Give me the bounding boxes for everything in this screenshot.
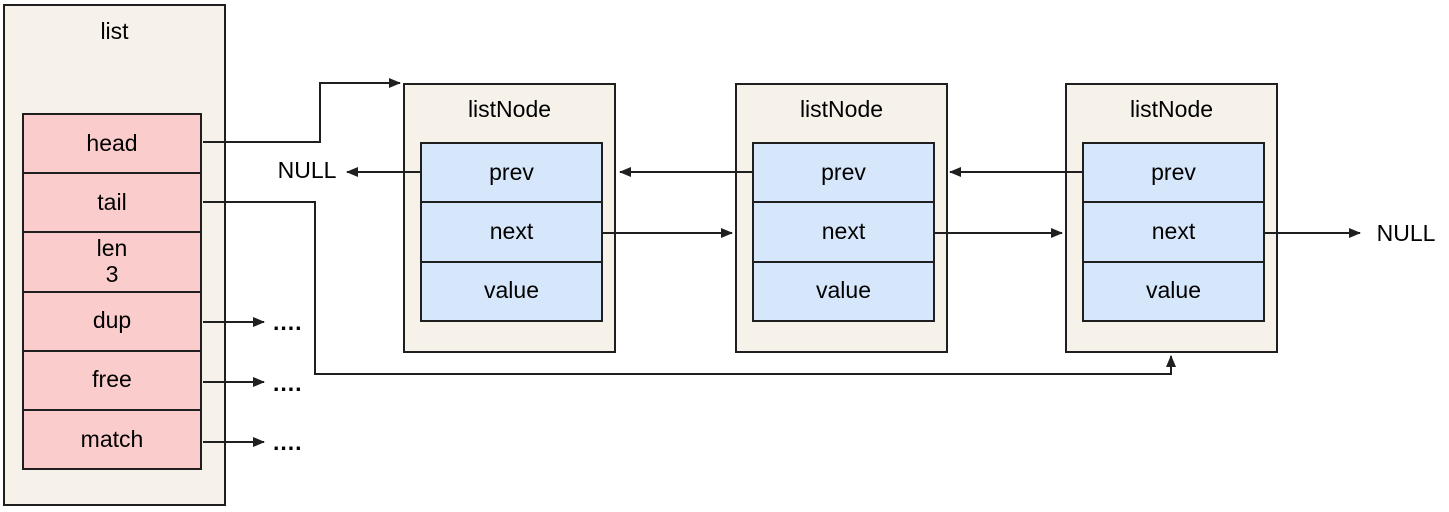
node3-prev-cell: prev — [1082, 142, 1265, 204]
node3-value-label: value — [1146, 277, 1201, 304]
field-dup-label: dup — [92, 307, 132, 334]
field-free-label: free — [92, 366, 132, 393]
node2-value-label: value — [816, 277, 871, 304]
listnode-box-3: listNode prev next value — [1065, 83, 1278, 353]
node2-prev-cell: prev — [752, 142, 935, 204]
node2-next-label: next — [821, 218, 866, 245]
free-dots-label: .... — [273, 370, 303, 396]
dup-dots-label: .... — [273, 309, 303, 335]
field-match: match — [22, 408, 202, 471]
null-label-left: NULL — [277, 157, 337, 183]
field-head-label: head — [86, 129, 138, 156]
field-match-label: match — [80, 425, 144, 452]
field-len-value: 3 — [105, 260, 119, 287]
field-len: len 3 — [22, 231, 202, 293]
node3-next-cell: next — [1082, 201, 1265, 263]
node2-value-cell: value — [752, 260, 935, 322]
listnode-1-cells: prev next value — [420, 142, 603, 322]
node1-prev-label: prev — [489, 158, 534, 185]
node3-value-cell: value — [1082, 260, 1265, 322]
listnode-3-title: listNode — [1129, 96, 1214, 122]
node1-value-cell: value — [420, 260, 603, 322]
field-dup: dup — [22, 290, 202, 352]
node3-next-label: next — [1151, 218, 1196, 245]
listnode-box-2: listNode prev next value — [735, 83, 948, 353]
field-free: free — [22, 349, 202, 411]
null-label-right: NULL — [1376, 220, 1436, 246]
field-len-label: len — [96, 235, 128, 262]
list-box-title: list — [100, 18, 129, 44]
listnode-2-cells: prev next value — [752, 142, 935, 322]
node1-next-label: next — [489, 218, 534, 245]
list-struct-box: list head tail len 3 dup free match — [3, 4, 226, 506]
listnode-2-title: listNode — [799, 96, 884, 122]
listnode-box-1: listNode prev next value — [403, 83, 616, 353]
arrow-head-to-node1 — [203, 78, 401, 143]
field-head: head — [22, 113, 202, 175]
node1-next-cell: next — [420, 201, 603, 263]
node1-value-label: value — [484, 277, 539, 304]
listnode-1-title: listNode — [467, 96, 552, 122]
node2-prev-label: prev — [821, 158, 866, 185]
field-tail-label: tail — [97, 188, 127, 215]
node2-next-cell: next — [752, 201, 935, 263]
arrow-tail-to-node3 — [203, 201, 1176, 375]
listnode-3-cells: prev next value — [1082, 142, 1265, 322]
match-dots-label: .... — [273, 429, 303, 455]
node3-prev-label: prev — [1151, 158, 1196, 185]
node1-prev-cell: prev — [420, 142, 603, 204]
list-fields-stack: head tail len 3 dup free match — [22, 113, 202, 471]
field-tail: tail — [22, 172, 202, 234]
